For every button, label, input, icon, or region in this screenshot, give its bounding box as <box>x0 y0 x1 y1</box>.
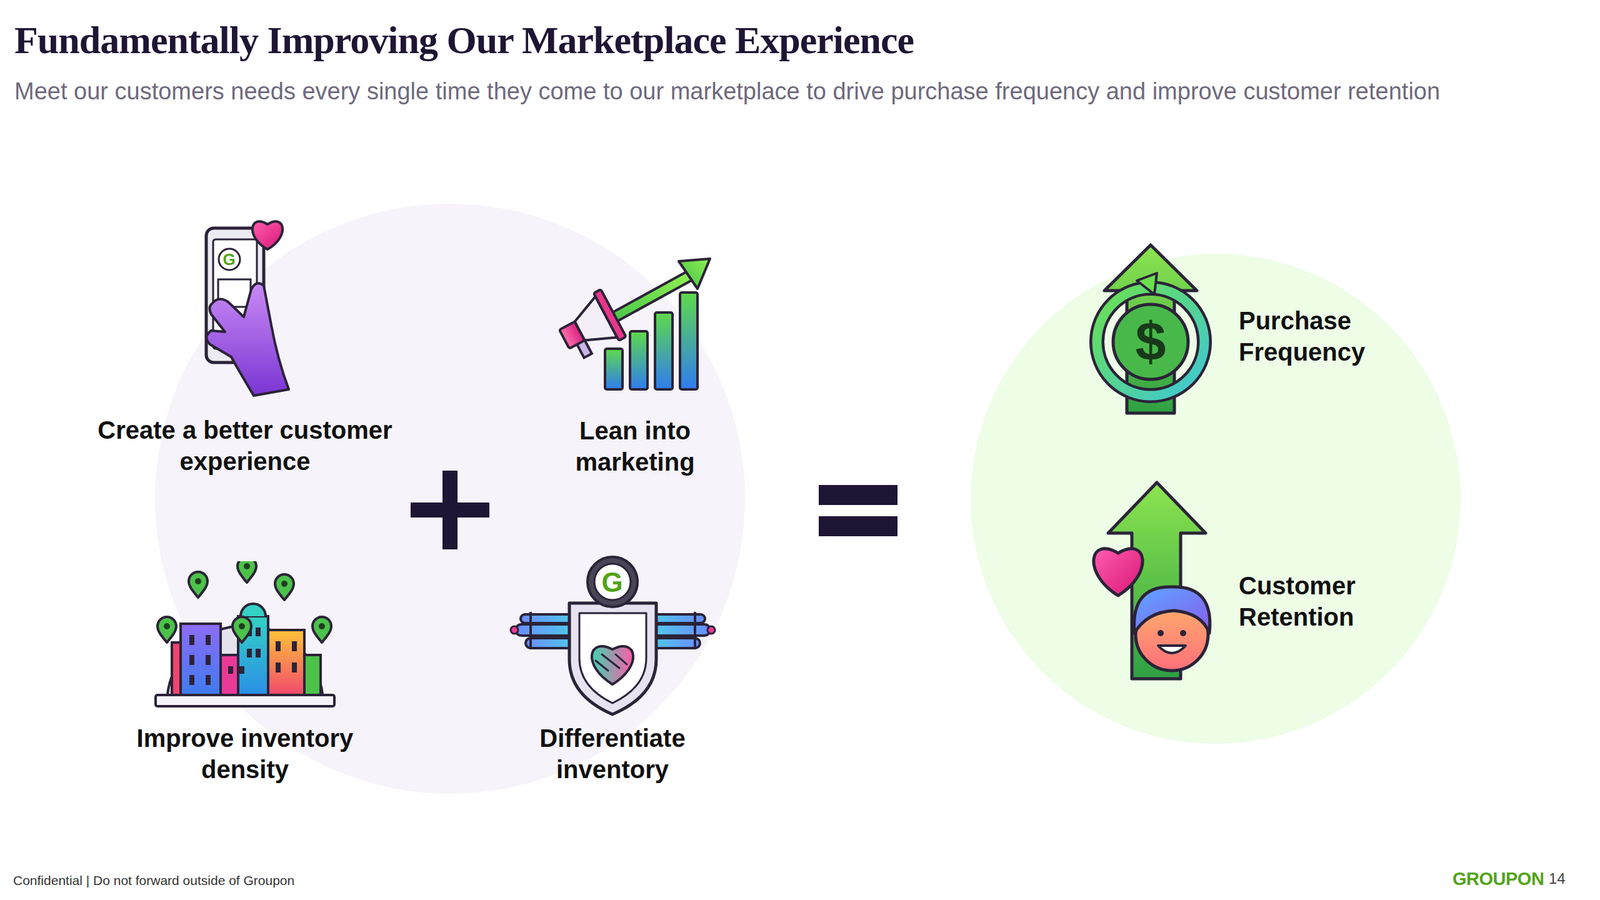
icon <box>556 255 715 393</box>
item-node: Customer Retention <box>1076 479 1439 682</box>
page-number: 14 <box>1548 869 1566 889</box>
footer-note: Confidential | Do not forward outside of… <box>13 872 295 889</box>
node-label: Customer Retention <box>1238 570 1439 633</box>
retention-icon <box>1076 479 1223 682</box>
logo-letter: G <box>601 568 623 597</box>
slide-title: Fundamentally Improving Our Marketplace … <box>14 17 914 63</box>
region-circle: GCreate a better customer experience Lea… <box>155 203 745 794</box>
logo-letter: G <box>222 251 235 268</box>
city-icon <box>153 561 337 710</box>
item-node: G Create a better customer experience <box>88 209 402 477</box>
item-node: Lean into marketing <box>478 255 792 478</box>
brand-logo: GROUPON <box>1452 868 1544 890</box>
icon: $ <box>1086 241 1215 417</box>
icon: G <box>193 209 297 399</box>
item-node: Improve inventory density <box>88 561 402 785</box>
circle-shape <box>970 253 1461 744</box>
icon <box>153 561 337 710</box>
phone-icon <box>193 209 297 399</box>
node-label: Improve inventory density <box>95 722 395 785</box>
subtitle: Meet our customers needs every single ti… <box>14 76 1490 107</box>
node-label: Differentiate inventory <box>487 722 738 785</box>
icon: G <box>508 554 718 718</box>
item-node: $ Purchase Frequency <box>1086 241 1439 417</box>
node-label: Create a better customer experience <box>95 414 395 477</box>
node-label: Lean into marketing <box>541 415 729 478</box>
dollar-sign: $ <box>1135 314 1167 370</box>
item-node: G Differentiate inventory <box>456 554 769 785</box>
region-circle: $ Purchase Frequency Customer Retention <box>970 253 1461 744</box>
node-label: Purchase Frequency <box>1238 305 1439 368</box>
icon <box>1076 479 1223 682</box>
marketing-icon <box>556 255 715 393</box>
